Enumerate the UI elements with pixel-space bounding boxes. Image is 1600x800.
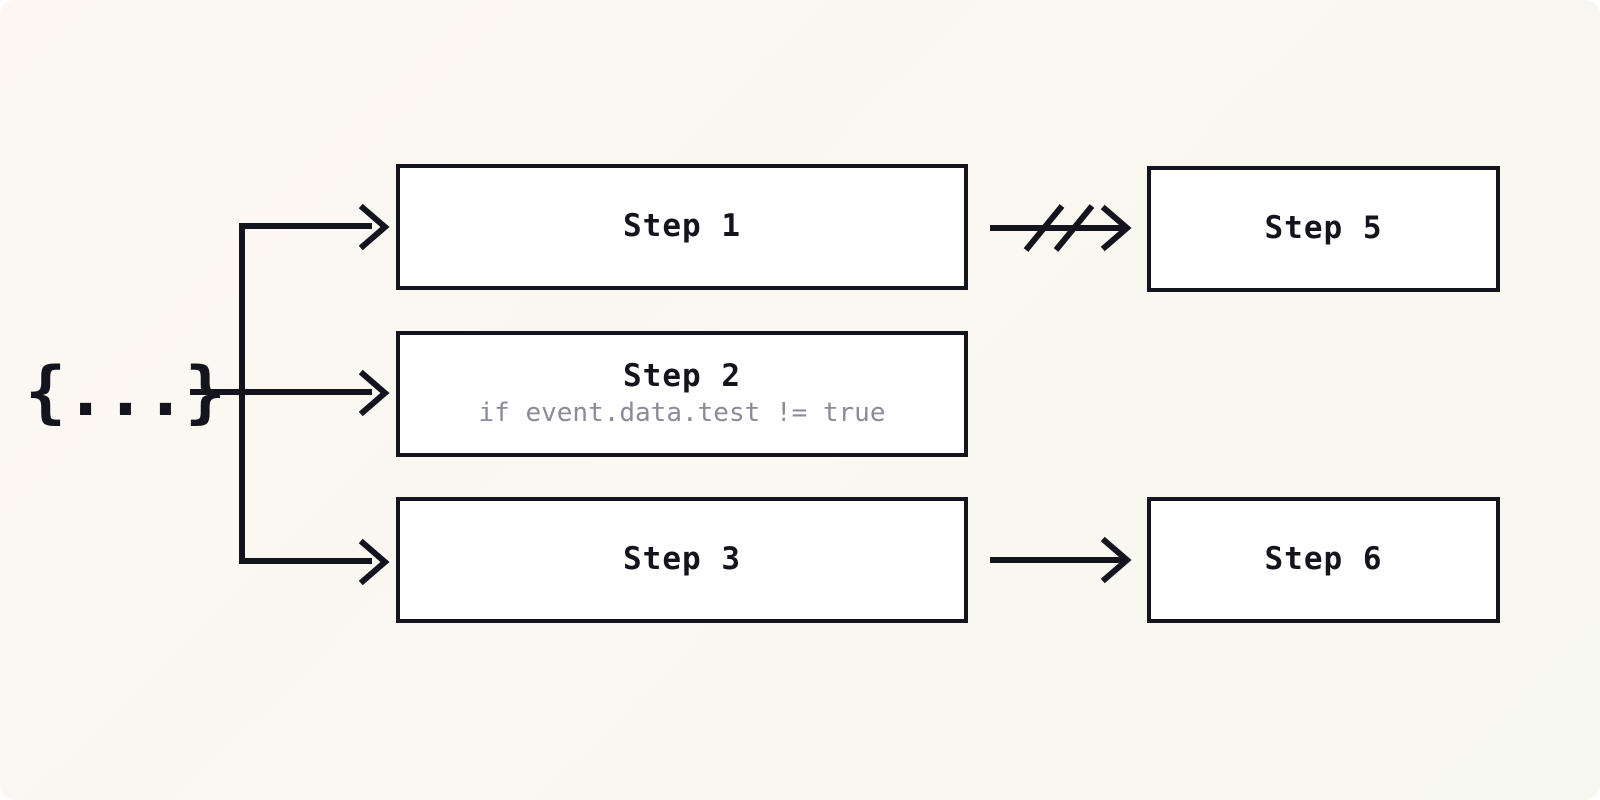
edge-source-step2: [242, 369, 390, 417]
edge-source-step3: [239, 538, 390, 586]
step-title: Step 5: [1264, 210, 1383, 247]
step-box-step3[interactable]: Step 3: [396, 497, 968, 623]
edge-source-step1: [239, 203, 390, 251]
step-title: Step 3: [623, 541, 741, 578]
step-box-step6[interactable]: Step 6: [1147, 497, 1500, 623]
step-title: Step 1: [623, 208, 741, 245]
step-box-step5[interactable]: Step 5: [1147, 166, 1500, 292]
edge-step1-step5: [990, 204, 1132, 252]
step-title: Step 6: [1264, 541, 1383, 578]
step-box-step1[interactable]: Step 1: [396, 164, 968, 290]
step-condition: if event.data.test != true: [478, 398, 886, 429]
edge-step3-step6: [990, 536, 1132, 584]
source-node-event-payload[interactable]: {...}: [25, 353, 226, 432]
step-box-step2[interactable]: Step 2 if event.data.test != true: [396, 331, 968, 457]
step-title: Step 2: [623, 358, 741, 395]
